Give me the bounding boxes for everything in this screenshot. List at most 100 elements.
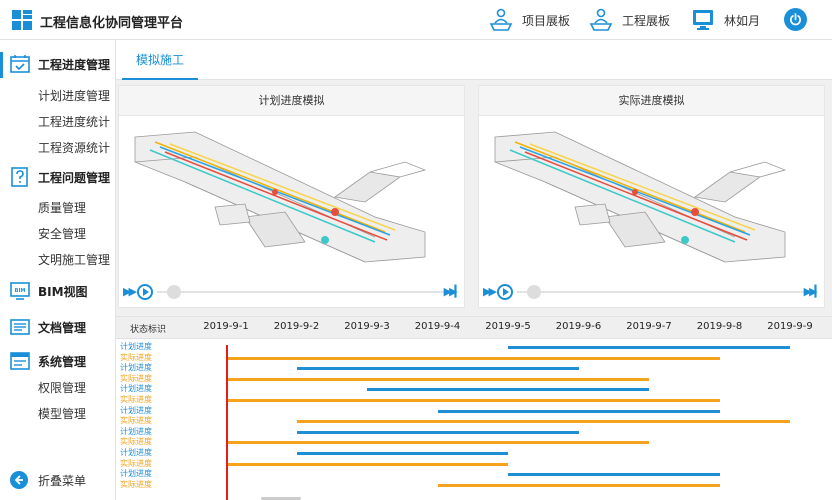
plan-progress-bar[interactable] bbox=[296, 430, 579, 434]
actual-progress-label: 实际进度 bbox=[120, 395, 152, 404]
timeline-handle[interactable] bbox=[527, 285, 542, 299]
actual-progress-label: 实际进度 bbox=[120, 479, 152, 489]
project-board-label: 项目展板 bbox=[522, 13, 571, 28]
horizontal-scrollbar[interactable] bbox=[261, 497, 301, 500]
plan-progress-label: 计划进度 bbox=[120, 426, 152, 436]
plan-progress-label: 计划进度 bbox=[120, 448, 152, 457]
today-marker bbox=[226, 345, 228, 500]
person-desk-icon bbox=[588, 7, 614, 33]
sidebar-group-label: 工程问题管理 bbox=[38, 170, 111, 185]
sidebar-group-issues[interactable]: 工程问题管理 bbox=[10, 167, 110, 187]
panel-title: 实际进度模拟 bbox=[479, 86, 824, 116]
plan-progress-bar[interactable] bbox=[437, 409, 720, 413]
timeline-player: ▶▶ ▶▶▎ bbox=[119, 283, 464, 301]
plan-progress-bar[interactable] bbox=[508, 346, 790, 349]
collapse-menu-label: 折叠菜单 bbox=[38, 473, 87, 488]
gantt-date-label: 2019-9-7 bbox=[626, 321, 672, 332]
collapse-menu-button[interactable]: 折叠菜单 bbox=[10, 471, 86, 489]
gantt-date-label: 2019-9-5 bbox=[485, 321, 531, 332]
plan-progress-bar[interactable] bbox=[367, 388, 649, 392]
actual-progress-bar[interactable] bbox=[226, 356, 720, 360]
gantt-date-label: 2019-9-6 bbox=[555, 321, 602, 332]
gantt-date-label: 2019-9-8 bbox=[696, 321, 743, 332]
tab-bar: 模拟施工 bbox=[116, 40, 832, 80]
engineering-board-button[interactable]: 工程展板 bbox=[588, 0, 670, 40]
timeline-track[interactable] bbox=[157, 291, 446, 293]
bim-monitor-icon: BIM bbox=[10, 281, 30, 301]
bim-model-view[interactable] bbox=[485, 122, 820, 282]
timeline-track[interactable] bbox=[517, 291, 806, 293]
sidebar-group-system[interactable]: 系统管理 bbox=[10, 351, 86, 371]
monitor-icon bbox=[690, 7, 716, 33]
timeline-player: ▶▶ ▶▶▎ bbox=[479, 283, 824, 301]
actual-progress-label: 实际进度 bbox=[120, 437, 152, 447]
engineering-board-label: 工程展板 bbox=[622, 13, 671, 28]
gantt-date-label: 2019-9-4 bbox=[414, 321, 461, 332]
plan-progress-bar[interactable] bbox=[508, 473, 720, 477]
bim-model-view[interactable] bbox=[125, 122, 460, 282]
actual-progress-label: 实际进度 bbox=[120, 416, 152, 426]
active-indicator bbox=[0, 52, 3, 78]
plan-progress-bar[interactable] bbox=[296, 452, 508, 455]
fast-forward-icon[interactable]: ▶▶▎ bbox=[443, 285, 463, 298]
actual-progress-label: 实际进度 bbox=[120, 458, 152, 468]
svg-text:BIM: BIM bbox=[15, 288, 26, 294]
play-icon[interactable] bbox=[497, 284, 513, 300]
sidebar-item-safety[interactable]: 安全管理 bbox=[38, 227, 87, 241]
actual-progress-label: 实际进度 bbox=[120, 373, 152, 383]
sidebar-item-permissions[interactable]: 权限管理 bbox=[38, 381, 87, 395]
user-name: 林如月 bbox=[724, 13, 761, 28]
status-header: 状态标识 bbox=[130, 325, 167, 335]
actual-progress-bar[interactable] bbox=[226, 441, 649, 445]
grid-logo-icon bbox=[12, 10, 32, 30]
sidebar-item-quality[interactable]: 质量管理 bbox=[38, 201, 87, 215]
plan-progress-bar[interactable] bbox=[296, 367, 579, 371]
plan-progress-label: 计划进度 bbox=[120, 469, 152, 479]
panel-title: 计划进度模拟 bbox=[119, 86, 464, 116]
gantt-date-label: 2019-9-2 bbox=[273, 321, 320, 332]
sidebar-group-label: 系统管理 bbox=[38, 354, 87, 369]
gantt-date-label: 2019-9-1 bbox=[203, 321, 249, 332]
actual-simulation-panel: 实际进度模拟 ▶▶ ▶▶▎ bbox=[478, 85, 825, 308]
gantt-date-label: 2019-9-3 bbox=[344, 321, 390, 332]
sidebar-group-progress[interactable]: 工程进度管理 bbox=[10, 54, 110, 74]
arrow-left-circle-icon bbox=[10, 471, 28, 489]
actual-progress-bar[interactable] bbox=[226, 399, 720, 402]
sidebar-group-bim[interactable]: BIM BIM视图 bbox=[10, 281, 88, 301]
sidebar-item-progress-stats[interactable]: 工程进度统计 bbox=[38, 115, 111, 129]
document-list-icon bbox=[10, 317, 30, 337]
sidebar-item-civilized-construction[interactable]: 文明施工管理 bbox=[38, 253, 111, 267]
sidebar-item-resource-stats[interactable]: 工程资源统计 bbox=[38, 141, 111, 155]
plan-progress-label: 计划进度 bbox=[120, 384, 152, 394]
plan-simulation-panel: 计划进度模拟 ▶▶ ▶▶▎ bbox=[118, 85, 465, 308]
actual-progress-bar[interactable] bbox=[226, 462, 508, 466]
sidebar: 工程进度管理 计划进度管理 工程进度统计 工程资源统计 工程问题管理 质量管理 … bbox=[0, 40, 116, 500]
play-icon[interactable] bbox=[137, 284, 153, 300]
timeline-handle[interactable] bbox=[167, 285, 182, 299]
fast-forward-icon[interactable]: ▶▶▎ bbox=[803, 285, 823, 298]
sidebar-item-plan-progress[interactable]: 计划进度管理 bbox=[38, 89, 111, 103]
rewind-icon[interactable]: ▶▶ bbox=[123, 285, 137, 298]
question-doc-icon bbox=[10, 167, 30, 187]
actual-progress-bar[interactable] bbox=[226, 377, 649, 381]
user-menu[interactable]: 林如月 bbox=[690, 0, 760, 40]
app-title: 工程信息化协同管理平台 bbox=[40, 16, 184, 31]
calendar-check-icon bbox=[10, 54, 30, 74]
plan-progress-label: 计划进度 bbox=[120, 342, 152, 351]
power-icon[interactable] bbox=[784, 8, 807, 31]
window-settings-icon bbox=[10, 351, 30, 371]
actual-progress-bar[interactable] bbox=[296, 420, 790, 424]
actual-progress-bar[interactable] bbox=[437, 483, 720, 487]
top-header: 工程信息化协同管理平台 项目展板 工程展板 bbox=[0, 0, 832, 40]
plan-progress-label: 计划进度 bbox=[120, 405, 152, 415]
sidebar-group-label: BIM视图 bbox=[38, 284, 88, 299]
project-board-button[interactable]: 项目展板 bbox=[488, 0, 570, 40]
rewind-icon[interactable]: ▶▶ bbox=[483, 285, 497, 298]
actual-progress-label: 实际进度 bbox=[120, 352, 152, 362]
sidebar-item-model[interactable]: 模型管理 bbox=[38, 407, 87, 421]
gantt-date-label: 2019-9-9 bbox=[767, 321, 813, 332]
tab-simulated-construction[interactable]: 模拟施工 bbox=[122, 40, 199, 80]
sidebar-group-documents[interactable]: 文档管理 bbox=[10, 317, 86, 337]
gantt-chart: 状态标识 2019-9-1 2019-9-2 2019-9-3 2019-9-4 201… bbox=[116, 316, 832, 500]
person-desk-icon bbox=[488, 7, 514, 33]
